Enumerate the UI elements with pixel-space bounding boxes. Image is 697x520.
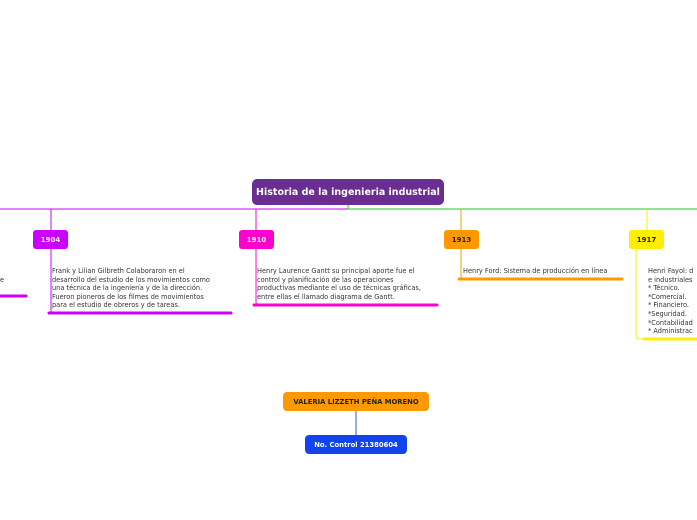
root-topic[interactable]: Historia de la ingenieria industrial <box>252 179 444 205</box>
note-1913[interactable]: Henry Ford: Sistema de producción en lín… <box>463 267 608 275</box>
note-1910[interactable]: Henry Laurence Gantt su principal aporte… <box>257 267 421 301</box>
year-node-1910[interactable]: 1910 <box>239 230 274 249</box>
note-1917[interactable]: Henri Fayol: d e industriales * Técnico.… <box>648 267 694 336</box>
left-fragment-text[interactable]: e <box>0 276 5 284</box>
note-1904[interactable]: Frank y Lilian Gilbreth Colaboraron en e… <box>52 267 210 310</box>
control-number-node[interactable]: No. Control 21380604 <box>305 435 407 454</box>
year-node-1913[interactable]: 1913 <box>444 230 479 249</box>
year-node-1904[interactable]: 1904 <box>33 230 68 249</box>
author-node[interactable]: VALERIA LIZZETH PEÑA MORENO <box>283 392 429 411</box>
bracket-1917 <box>635 249 697 340</box>
year-node-1917[interactable]: 1917 <box>629 230 664 249</box>
